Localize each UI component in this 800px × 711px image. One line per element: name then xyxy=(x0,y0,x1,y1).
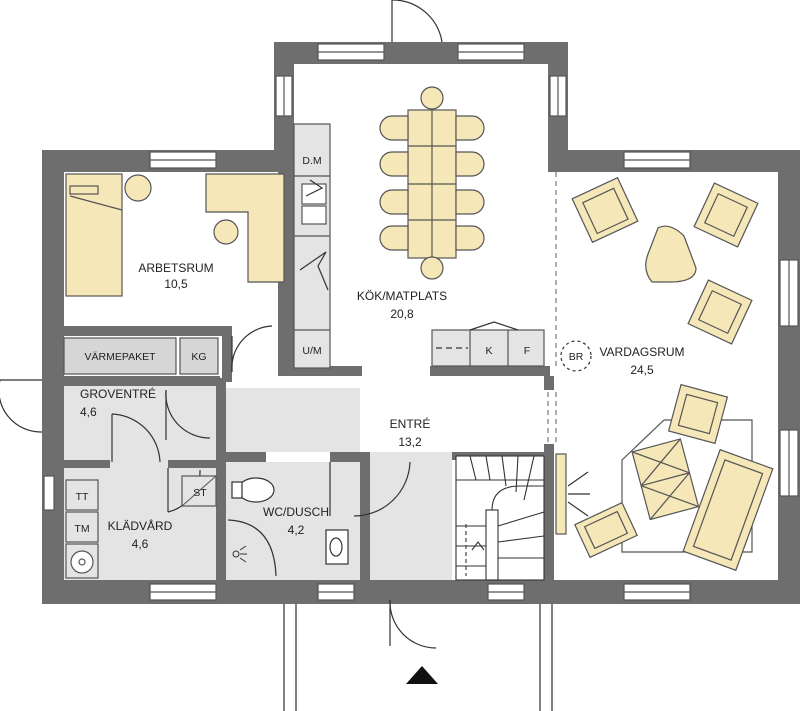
kitchen-details xyxy=(299,179,519,349)
room-area-kladvard: 4,6 xyxy=(132,537,149,551)
living-room-furniture xyxy=(571,176,759,345)
fireplace-sparks xyxy=(567,471,590,517)
varmepaket-label: VÄRMEPAKET xyxy=(85,351,157,363)
window-icon xyxy=(43,43,799,601)
k-label: K xyxy=(485,345,492,357)
door-swing-icon xyxy=(0,0,443,649)
room-name-groventre: GROVENTRÉ xyxy=(80,386,156,401)
st-diagonal xyxy=(181,475,217,507)
kg-label: KG xyxy=(191,351,206,363)
room-area-entre: 13,2 xyxy=(398,435,422,449)
sofa-group xyxy=(574,383,774,572)
st-label: ST xyxy=(193,487,207,499)
room-area-kok: 20,8 xyxy=(390,307,414,321)
dm-label: D.M xyxy=(302,155,321,167)
entrance-arrow-icon xyxy=(406,666,438,684)
fireplace-icon xyxy=(555,453,567,535)
room-name-wc: WC/DUSCH xyxy=(263,505,329,519)
arbetsrum-furniture xyxy=(65,173,285,297)
laundry-fixtures xyxy=(65,475,217,579)
room-name-vardagsrum: VARDAGSRUM xyxy=(599,345,684,359)
f-label: F xyxy=(524,345,530,357)
opening-lines xyxy=(547,172,557,442)
room-area-wc: 4,2 xyxy=(288,523,305,537)
room-name-arbetsrum: ARBETSRUM xyxy=(138,261,213,275)
room-area-arbetsrum: 10,5 xyxy=(164,277,188,291)
room-area-vardagsrum: 24,5 xyxy=(630,363,654,377)
shower-icon xyxy=(232,545,247,563)
toilet-icon xyxy=(231,477,275,503)
tt-label: TT xyxy=(76,491,89,503)
shower-curtain xyxy=(227,519,277,577)
staircase-icon xyxy=(455,455,545,581)
porch xyxy=(283,600,553,711)
um-label: U/M xyxy=(302,345,321,357)
br-label: BR xyxy=(569,351,584,363)
room-area-groventre: 4,6 xyxy=(80,405,97,419)
dining-table xyxy=(379,86,485,280)
tm-label: TM xyxy=(74,523,89,535)
room-name-entre: ENTRÉ xyxy=(390,416,431,431)
room-name-kok: KÖK/MATPLATS xyxy=(357,289,447,303)
room-name-kladvard: KLÄDVÅRD xyxy=(108,518,173,533)
sink-icon xyxy=(325,529,349,565)
br-marker xyxy=(560,340,592,372)
